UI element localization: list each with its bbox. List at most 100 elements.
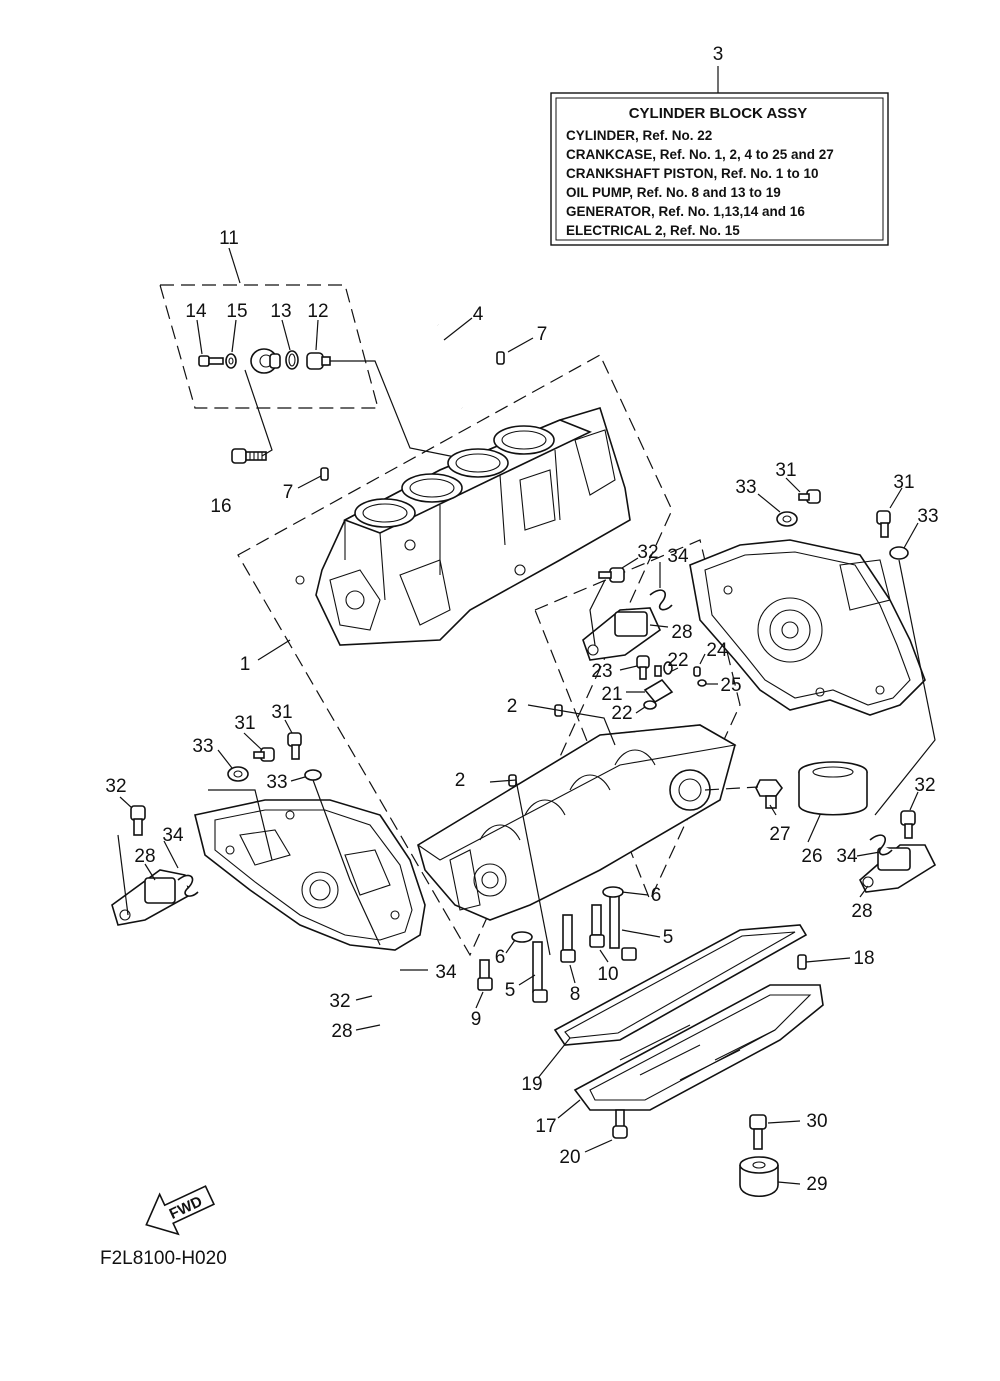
- info-box-line: GENERATOR, Ref. No. 1,13,14 and 16: [566, 204, 805, 219]
- callout-label: 33: [917, 506, 938, 527]
- info-box-title: CYLINDER BLOCK ASSY: [629, 105, 808, 122]
- right-bolt-31a: [798, 489, 821, 504]
- callout-label: 30: [806, 1111, 827, 1132]
- forward-arrow-icon: FWD: [145, 1185, 216, 1236]
- drain-bolt-30: [749, 1114, 767, 1150]
- oil-pan-assembly: [553, 924, 824, 1197]
- right-bolt-32: [900, 810, 916, 839]
- callout-label: 31: [271, 702, 292, 723]
- callout-label: 6: [651, 885, 662, 906]
- callout-label: 28: [331, 1021, 352, 1042]
- left-bracket-28: [111, 869, 191, 926]
- right-washer-33a: [776, 511, 798, 527]
- callout-label: 10: [597, 964, 618, 985]
- callout-label: 18: [853, 948, 874, 969]
- crankcase-group-outline: [534, 539, 741, 902]
- left-bolt-32: [130, 805, 146, 836]
- callout-label: 33: [266, 772, 287, 793]
- callout-label: 17: [535, 1116, 556, 1137]
- callout-label: 28: [134, 846, 155, 867]
- left-bolt-31b: [287, 732, 302, 760]
- callout-label: 22: [611, 703, 632, 724]
- cylinder-block-group-outline: [237, 354, 673, 957]
- callout-label: 1: [240, 654, 251, 675]
- crankcase-bolt-9: [477, 959, 493, 991]
- callout-label: 13: [270, 301, 291, 322]
- washer-15: [225, 353, 237, 369]
- callout-label: 19: [521, 1074, 542, 1095]
- callout-label: 15: [226, 301, 247, 322]
- stud-bolt-4: [436, 324, 464, 409]
- callout-label: 32: [105, 776, 126, 797]
- callout-label: 7: [537, 324, 548, 345]
- callout-label: 34: [162, 825, 184, 846]
- callout-label: 27: [769, 824, 790, 845]
- sensor-body: [250, 348, 281, 374]
- dowel-pin-7-lower: [320, 467, 329, 481]
- sensor-group-outline: [159, 284, 379, 409]
- callout-label: 2: [507, 696, 518, 717]
- callout-label: 28: [671, 622, 692, 643]
- callout-label: 33: [735, 477, 756, 498]
- info-box-ref-number: 3: [713, 44, 724, 65]
- cylinder-block: [295, 324, 631, 646]
- o-ring-25: [697, 679, 707, 687]
- info-box-line: CRANKSHAFT PISTON, Ref. No. 1 to 10: [566, 166, 819, 181]
- callout-leaders: [119, 247, 919, 1185]
- bolt-23: [636, 655, 650, 680]
- upper-bolt-32: [598, 567, 625, 583]
- callout-label: 25: [720, 675, 741, 696]
- callout-label: 23: [591, 661, 612, 682]
- callout-label: 34: [836, 846, 858, 867]
- callout-label: 7: [283, 482, 294, 503]
- crankcase-bolt-5a: [609, 887, 637, 961]
- callout-labels: 11 14 15 13 12 16 4 7 7 1 33 31 31 33 32…: [105, 228, 938, 1195]
- bolt-20: [612, 1109, 628, 1139]
- upper-clip-34: [649, 589, 673, 611]
- callout-label: 32: [637, 542, 658, 563]
- callout-label: 34: [435, 962, 457, 983]
- sensor-parts: [198, 348, 471, 464]
- crankcase-bolt-10: [589, 904, 605, 948]
- oil-filter-26: [798, 761, 868, 816]
- left-clip-34: [177, 874, 199, 897]
- pin-24: [693, 666, 701, 677]
- callout-label: 16: [210, 496, 231, 517]
- callout-label: 29: [806, 1174, 827, 1195]
- info-box-line: OIL PUMP, Ref. No. 8 and 13 to 19: [566, 185, 781, 200]
- info-box-line: CYLINDER, Ref. No. 22: [566, 128, 712, 143]
- crankcase-bolt-8: [560, 914, 576, 963]
- bolt-14: [198, 355, 224, 367]
- callout-label: 28: [851, 901, 872, 922]
- crankcase-bolt-5b: [532, 941, 548, 1003]
- assembly-info-box: 3 CYLINDER BLOCK ASSY CYLINDER, Ref. No.…: [550, 44, 889, 246]
- dowel-pin-7-upper: [496, 351, 505, 365]
- callout-label: 31: [234, 713, 255, 734]
- oil-filter-assembly: [704, 761, 868, 816]
- callout-label: 31: [893, 472, 914, 493]
- callout-label: 34: [667, 546, 689, 567]
- callout-label: 14: [185, 301, 207, 322]
- callout-label: 9: [471, 1009, 482, 1030]
- left-generator-cover: [111, 732, 426, 951]
- washer-6b: [511, 931, 533, 943]
- callout-label: 11: [219, 228, 239, 249]
- callout-label: 21: [601, 684, 622, 705]
- callout-label: 20: [559, 1147, 580, 1168]
- info-box-line: ELECTRICAL 2, Ref. No. 15: [566, 223, 740, 238]
- right-cover: [582, 489, 937, 893]
- right-bolt-31b: [876, 510, 891, 538]
- oil-filter-mount: [669, 769, 711, 811]
- bolt-16: [231, 448, 267, 464]
- oil-pipe-21: [643, 665, 674, 704]
- left-washer-33b: [304, 769, 322, 781]
- union-bolt-27: [755, 779, 783, 809]
- right-clip-34: [869, 834, 893, 856]
- o-ring-13: [285, 350, 299, 370]
- callout-label: 8: [570, 984, 581, 1005]
- right-bracket-28: [859, 844, 937, 893]
- callout-label: 5: [505, 980, 516, 1001]
- oil-pan-17: [573, 984, 824, 1111]
- dowel-pin-18: [797, 954, 807, 970]
